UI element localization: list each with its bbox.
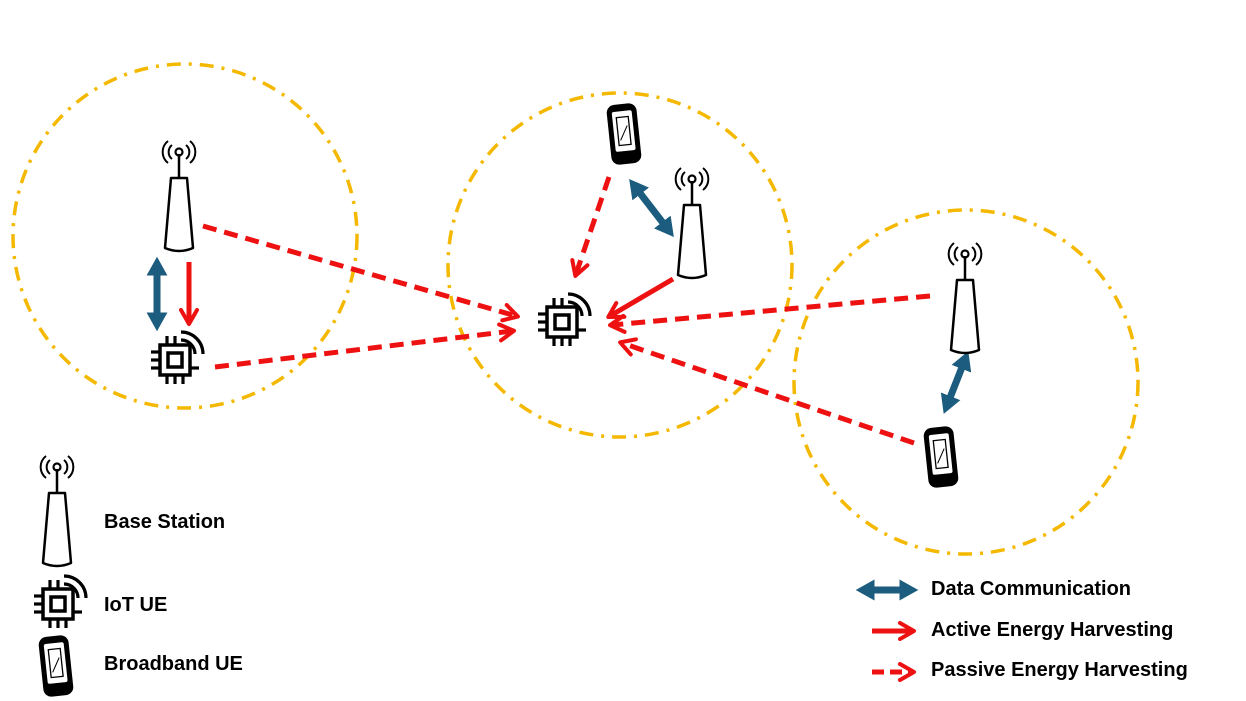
broadband-ue-top-icon: [605, 101, 643, 167]
base-station-center-icon: [674, 166, 710, 280]
legend-data-communication-label: Data Communication: [931, 578, 1132, 600]
iot-ue-left-icon: [149, 330, 205, 386]
cell-boundary-right: [792, 208, 1140, 556]
legend-iot-ue-label: IoT UE: [104, 594, 168, 616]
legend-active-energy-label: Active Energy Harvesting: [931, 619, 1174, 641]
passive-link-bs-left-to-iot-center: [202, 223, 520, 323]
data-link-center: [629, 179, 674, 237]
cell-boundary-left: [11, 62, 359, 410]
passive-energy-links: [202, 176, 931, 446]
active-energy-links: [179, 262, 675, 326]
legend-broadband-ue-label: Broadband UE: [104, 653, 243, 675]
iot-ue-center-icon: [536, 292, 592, 348]
data-link-right: [940, 351, 972, 414]
passive-link-bs-right-to-iot-center: [608, 293, 931, 334]
passive-link-phone-top-to-iot-center: [570, 176, 612, 278]
active-link-bs-center-to-iot-center: [606, 276, 675, 320]
broadband-ue-right-icon: [922, 424, 960, 490]
legend-passive-energy-label: Passive Energy Harvesting: [931, 659, 1188, 681]
cell-boundary-center: [446, 91, 794, 439]
data-links: [146, 179, 972, 414]
cell-boundaries: [11, 62, 1140, 556]
base-station-right-icon: [947, 241, 983, 355]
legend-base-station-label: Base Station: [104, 511, 226, 533]
legend-base-station-icon: [39, 454, 75, 568]
legend-iot-ue-icon: [32, 574, 88, 630]
passive-link-iot-left-to-iot-center: [214, 322, 516, 370]
passive-link-phone-right-to-iot-center: [618, 337, 915, 446]
base-station-left-icon: [161, 139, 197, 253]
legend-broadband-ue-icon: [37, 633, 75, 699]
